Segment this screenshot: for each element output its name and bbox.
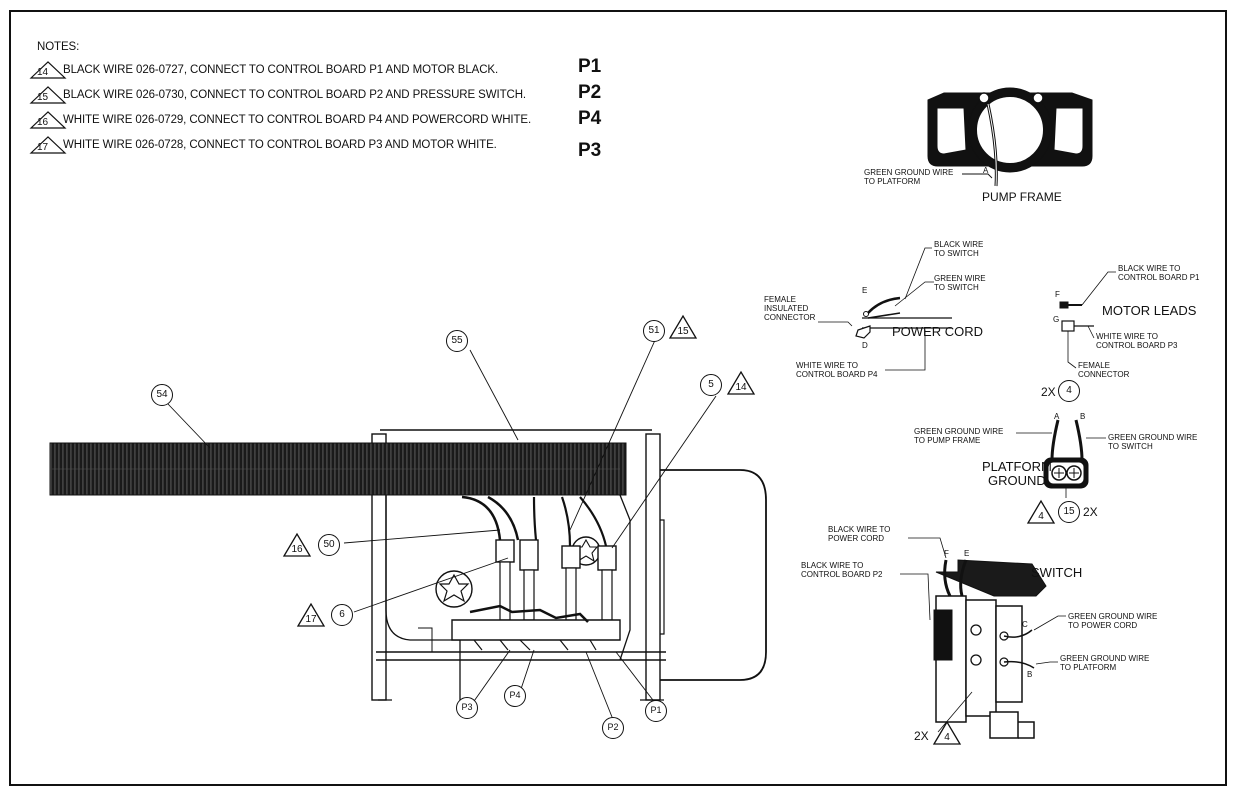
platform-letter-a: A (1054, 412, 1060, 421)
callout-triangle-14: 14 (726, 370, 756, 396)
note-triangle-16 (29, 111, 67, 129)
power-letter-d: D (862, 341, 868, 350)
note-16-text: WHITE WIRE 026-0729, CONNECT TO CONTROL … (63, 114, 532, 126)
note-17-tag: P3 (578, 140, 602, 161)
switch-ref-triangle-4: 4 (932, 720, 962, 746)
platform-ref-triangle-4: 4 (1026, 499, 1056, 525)
motor-black-label-2: CONTROL BOARD P1 (1118, 273, 1200, 282)
motor-white-label-2: CONTROL BOARD P3 (1096, 341, 1178, 350)
note-14-tag: P1 (578, 56, 602, 77)
switch-caption: SWITCH (1031, 565, 1083, 580)
switch-black-cord-label-1: BLACK WIRE TO (828, 525, 891, 534)
note-17-number: 17 (37, 142, 48, 153)
switch-qty: 2X (914, 729, 929, 743)
power-black-label-1: BLACK WIRE (934, 240, 984, 249)
power-black-label-2: TO SWITCH (934, 249, 979, 258)
motor-letter-g: G (1053, 315, 1060, 324)
pump-ground-label-line1: GREEN GROUND WIRE (864, 168, 954, 177)
motor-letter-f: F (1055, 290, 1060, 299)
pump-letter-a: A (983, 166, 989, 175)
switch-letter-e: E (964, 549, 970, 558)
power-white-label-1: WHITE WIRE TO (796, 361, 858, 370)
motor-female-label-2: CONNECTOR (1078, 370, 1130, 379)
note-15-text: BLACK WIRE 026-0730, CONNECT TO CONTROL … (63, 89, 527, 101)
callout-circle-51: 51 (643, 320, 665, 342)
note-16-number: 16 (37, 117, 48, 128)
platform-letter-b: B (1080, 412, 1086, 421)
callout-circle-54: 54 (151, 384, 173, 406)
switch-drawing (900, 537, 1066, 739)
switch-black-board-label-1: BLACK WIRE TO (801, 561, 864, 570)
switch-green-plat-label-2: TO PLATFORM (1060, 663, 1117, 672)
note-14-number: 14 (37, 67, 48, 78)
main-assembly (49, 429, 767, 701)
note-triangle-14 (29, 61, 67, 79)
callout-circle-p1: P1 (645, 700, 667, 722)
pump-frame-caption: PUMP FRAME (982, 190, 1062, 204)
platform-caption-2: GROUND (988, 473, 1046, 488)
motor-black-label-1: BLACK WIRE TO (1118, 264, 1181, 273)
power-female-label-3: CONNECTOR (764, 313, 816, 322)
callout-circle-55: 55 (446, 330, 468, 352)
switch-green-plat-label-1: GREEN GROUND WIRE (1060, 654, 1150, 663)
callout-circle-50: 50 (318, 534, 340, 556)
notes-heading: NOTES: (37, 41, 80, 53)
platform-caption-1: PLATFORM (982, 459, 1052, 474)
callout-circle-5: 5 (700, 374, 722, 396)
switch-green-cord-label-1: GREEN GROUND WIRE (1068, 612, 1158, 621)
platform-left-label-2: TO PUMP FRAME (914, 436, 981, 445)
platform-right-label-2: TO SWITCH (1108, 442, 1153, 451)
power-white-label-2: CONTROL BOARD P4 (796, 370, 878, 379)
platform-qty-top: 2X (1041, 385, 1056, 399)
callout-circle-p4: P4 (504, 685, 526, 707)
switch-letter-c: C (1022, 620, 1028, 629)
callout-triangle-15: 15 (668, 314, 698, 340)
power-cord-drawing (818, 247, 952, 371)
callout-circle-p2: P2 (602, 717, 624, 739)
callout-circle-p3: P3 (456, 697, 478, 719)
note-14-text: BLACK WIRE 026-0727, CONNECT TO CONTROL … (63, 64, 499, 76)
platform-ref-circle-4: 4 (1058, 380, 1080, 402)
motor-white-label-1: WHITE WIRE TO (1096, 332, 1158, 341)
note-17-text: WHITE WIRE 026-0728, CONNECT TO CONTROL … (63, 139, 497, 151)
pump-frame-drawing (927, 87, 1093, 187)
note-triangle-15 (29, 86, 67, 104)
note-triangle-17 (29, 136, 67, 154)
power-green-label-2: TO SWITCH (934, 283, 979, 292)
platform-ground-drawing (1016, 419, 1106, 498)
switch-letter-b: B (1027, 670, 1033, 679)
pump-ground-label-line2: TO PLATFORM (864, 177, 921, 186)
platform-ref-circle-15: 15 (1058, 501, 1080, 523)
power-cord-caption: POWER CORD (892, 324, 983, 339)
note-16-tag: P4 (578, 108, 602, 129)
notes-triangles (29, 61, 67, 154)
switch-black-board-label-2: CONTROL BOARD P2 (801, 570, 883, 579)
power-female-label-1: FEMALE (764, 295, 797, 304)
callout-triangle-16: 16 (282, 532, 312, 558)
platform-qty-bottom: 2X (1083, 505, 1098, 519)
drawing-border (9, 10, 1227, 786)
power-female-label-2: INSULATED (764, 304, 809, 313)
callout-triangle-17: 17 (296, 602, 326, 628)
leader-lines (167, 337, 717, 723)
motor-leads-caption: MOTOR LEADS (1102, 303, 1197, 318)
motor-leads-drawing (1059, 271, 1116, 369)
note-15-tag: P2 (578, 82, 602, 103)
motor-female-label-1: FEMALE (1078, 361, 1111, 370)
switch-letter-f: F (944, 549, 949, 558)
note-15-number: 15 (37, 92, 48, 103)
callout-circle-6: 6 (331, 604, 353, 626)
power-green-label-1: GREEN WIRE (934, 274, 986, 283)
platform-right-label-1: GREEN GROUND WIRE (1108, 433, 1198, 442)
power-letter-e: E (862, 286, 868, 295)
switch-black-cord-label-2: POWER CORD (828, 534, 884, 543)
switch-green-cord-label-2: TO POWER CORD (1068, 621, 1138, 630)
platform-left-label-1: GREEN GROUND WIRE (914, 427, 1004, 436)
